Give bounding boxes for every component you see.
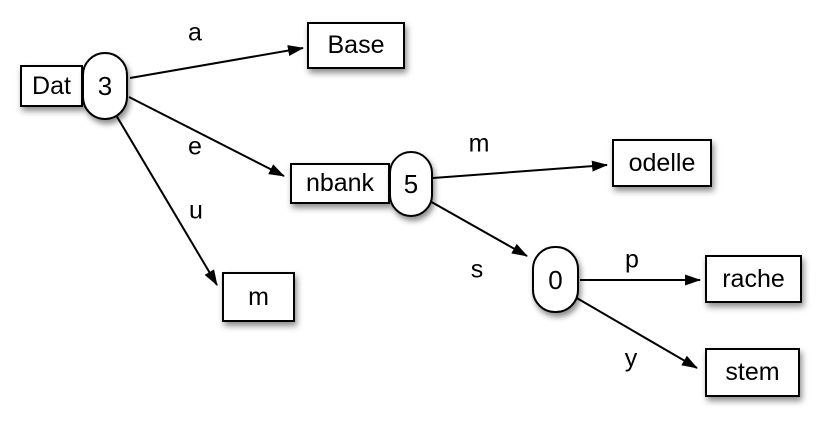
edge-label-u: u <box>189 196 203 225</box>
edge-label-m: m <box>468 129 490 158</box>
node-odelle-box: odelle <box>612 139 712 187</box>
edge-label-e: e <box>188 132 202 161</box>
edge-m-arrow <box>432 160 608 179</box>
node-m-box: m <box>222 272 295 322</box>
node-stem-box: stem <box>705 348 800 397</box>
edge-label-y: y <box>624 344 638 373</box>
edge-y-arrow <box>574 296 698 369</box>
node-rache-box: rache <box>705 255 802 303</box>
edge-a-arrow <box>129 45 304 79</box>
edge-s-arrow <box>427 199 528 257</box>
node-base-box: Base <box>307 22 405 69</box>
node-nbank-count-oval: 5 <box>389 151 433 217</box>
node-dat-count-oval: 3 <box>82 52 128 120</box>
node-nbank-box: nbank <box>290 163 390 204</box>
node-dat-box: Dat <box>20 65 83 107</box>
edge-e-arrow <box>128 96 285 177</box>
edge-label-p: p <box>625 245 639 274</box>
edge-label-a: a <box>188 18 202 47</box>
node-branch-count-oval: 0 <box>532 246 579 313</box>
edge-label-s: s <box>470 255 484 284</box>
edge-u-arrow <box>115 114 218 286</box>
